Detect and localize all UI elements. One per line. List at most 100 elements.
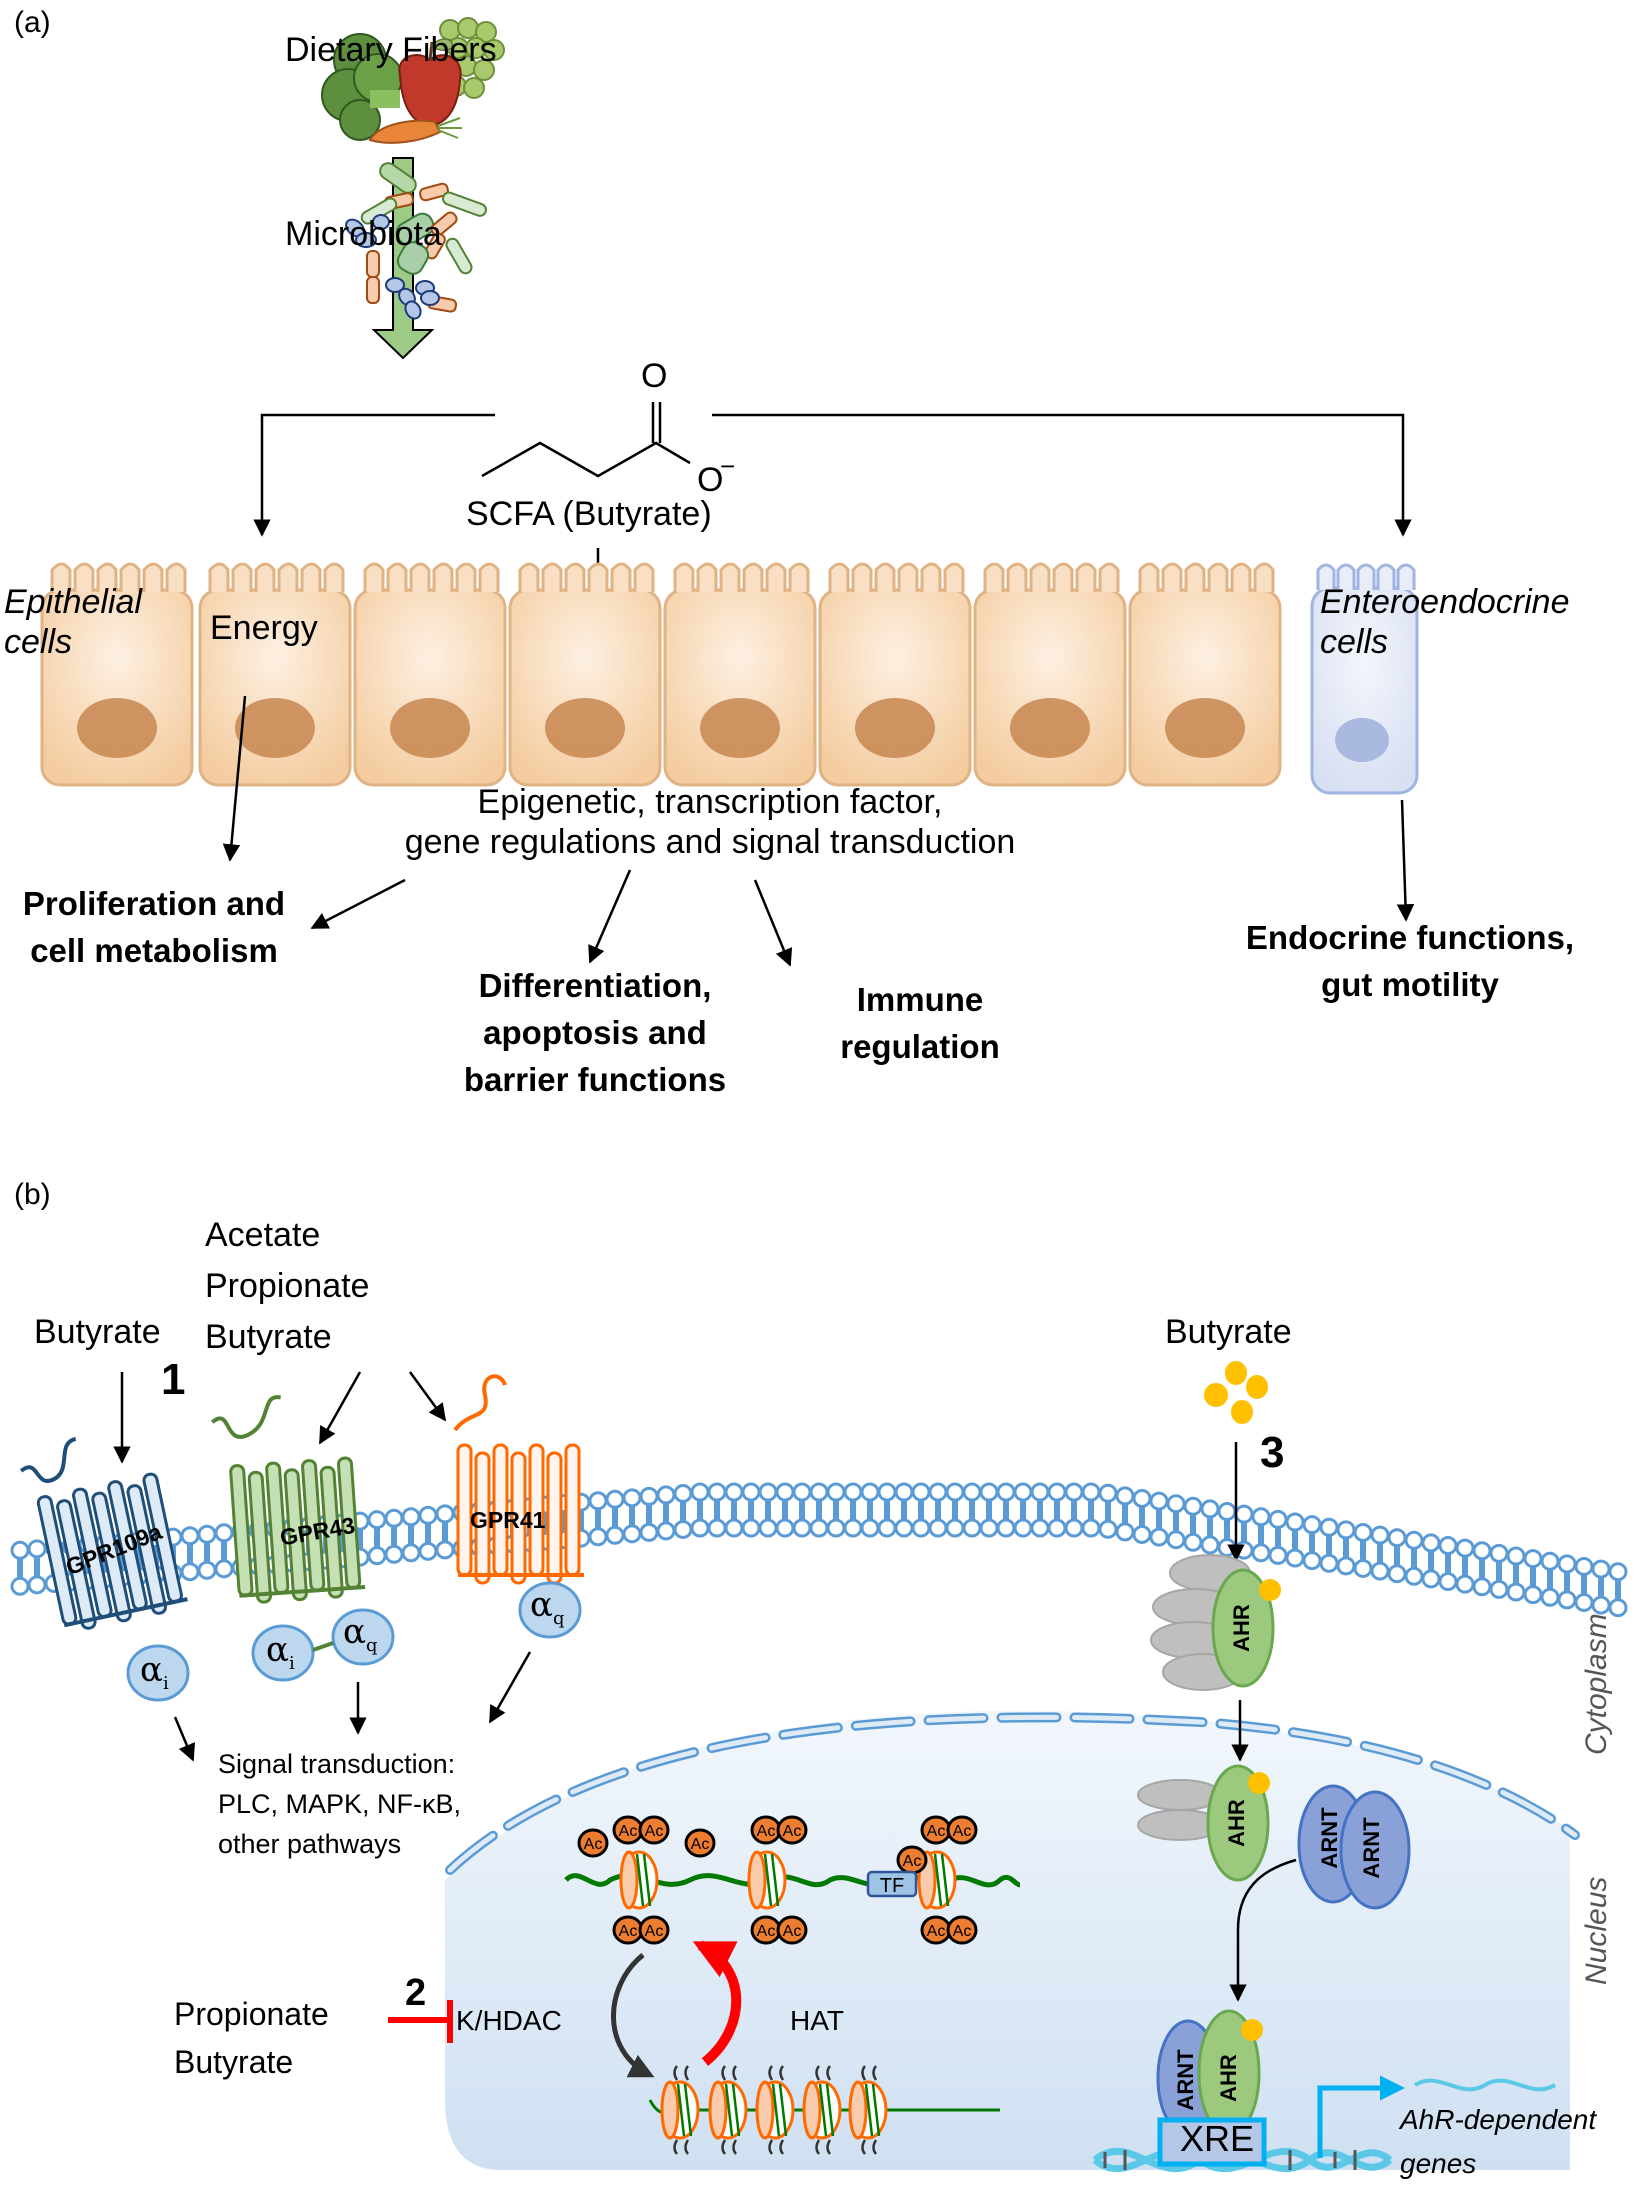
lipid-head [1557, 1590, 1577, 1610]
hdac-inhibition-icon [388, 2000, 453, 2043]
lipid-head [1183, 1496, 1203, 1516]
signal-line-2: PLC, MAPK, NF-κB, [218, 1789, 462, 1819]
g-alpha-i-2-label: αi [266, 1630, 295, 1674]
alpha-subscript: q [552, 1607, 565, 1629]
lipid-head [741, 1482, 761, 1502]
transmembrane-helix [546, 1451, 563, 1585]
lipid-head [197, 1524, 217, 1544]
regulation-label: Epigenetic, transcription factor, gene r… [360, 782, 1060, 862]
butyrate-molecules-icon [1204, 1361, 1268, 1424]
lipid-head [588, 1491, 608, 1511]
epithelial-cell [818, 562, 972, 787]
lipid-head [1472, 1577, 1492, 1597]
acetyl-label: Ac [953, 1923, 972, 1940]
epithelial-cell [973, 562, 1127, 787]
epithelial-nucleus [545, 698, 625, 758]
alpha-subscript: i [162, 1672, 169, 1694]
lipid-head [656, 1485, 676, 1505]
lipid-head [911, 1482, 931, 1502]
lipid-head [1132, 1524, 1152, 1544]
lipid-head [1591, 1595, 1611, 1615]
g-alpha-q-gpr41 [518, 1581, 582, 1639]
epithelial-nucleus [390, 698, 470, 758]
epithelial-cell [40, 562, 194, 787]
transmembrane-helix [56, 1499, 97, 1630]
acetyl-label: Ac [645, 1923, 664, 1940]
lipid-head [1285, 1548, 1305, 1568]
lipid-head [1608, 1562, 1628, 1582]
lipid-head [1149, 1527, 1169, 1547]
lipid-head [1166, 1494, 1186, 1514]
arnt-dimer-icon: ARNT ARNT [1297, 1784, 1411, 1910]
lipid-head [605, 1489, 625, 1509]
enteroendocrine-cells-label: Enteroendocrine cells [1320, 582, 1570, 662]
lipid-head [996, 1482, 1016, 1502]
epithelial-cell [663, 562, 817, 787]
hdac-cycle-arrow [611, 1953, 655, 2078]
acetyl-group-icon [776, 1915, 808, 1945]
lipid-head [775, 1518, 795, 1538]
tf-label: TF [880, 1875, 904, 1897]
lipid-head [1081, 1482, 1101, 1502]
lipid-head [979, 1482, 999, 1502]
lipid-head [826, 1518, 846, 1538]
lipid-head [180, 1526, 200, 1546]
proliferation-line-1: Proliferation and [22, 885, 286, 922]
outcome-immune: Immune regulation [820, 976, 1020, 1070]
lipid-head [384, 1544, 404, 1564]
lipid-head [1353, 1522, 1373, 1542]
lipid-head [894, 1482, 914, 1502]
lipid-head [1234, 1540, 1254, 1560]
acetyl-label: Ac [927, 1923, 946, 1940]
nucleus-region [445, 1710, 1570, 2170]
ahr-hsp-complex-icon: AHR [1150, 1554, 1281, 1691]
lipid-head [673, 1519, 693, 1539]
lipid-head [962, 1482, 982, 1502]
outcome-endocrine: Endocrine functions, gut motility [1220, 914, 1600, 1008]
lipid-head [1251, 1543, 1271, 1563]
alpha-symbol: α [266, 1630, 289, 1670]
acetyl-label: Ac [903, 1853, 922, 1870]
carbonyl-oxygen: O [641, 357, 668, 395]
epithelial-cell [1128, 562, 1282, 787]
butyrate-left-label: Butyrate [34, 1313, 161, 1351]
lipid-head [197, 1560, 217, 1580]
differentiation-line-3: barrier functions [463, 1061, 727, 1098]
lipid-head [1268, 1509, 1288, 1529]
outcome-arrows [222, 695, 1415, 967]
acetyl-label: Ac [584, 1836, 603, 1853]
lipid-head [1013, 1518, 1033, 1538]
lipid-head [843, 1518, 863, 1538]
ahr-label-cytoplasm: AHR [1229, 1604, 1254, 1652]
regulation-line-2: gene regulations and signal transduction [404, 823, 1016, 861]
lipid-head [1200, 1499, 1220, 1519]
step-1-number: 1 [161, 1355, 186, 1404]
lipid-head [741, 1518, 761, 1538]
transmembrane-helix [283, 1468, 308, 1602]
histone-tail [673, 2065, 690, 2155]
lipid-head [367, 1546, 387, 1566]
gpr43-receptor-icon [210, 1395, 366, 1604]
lipid-head [809, 1482, 829, 1502]
lipid-head [1098, 1519, 1118, 1539]
lipid-head [1404, 1530, 1424, 1550]
acetyl-group-icon [946, 1815, 978, 1845]
lipid-head [1523, 1585, 1543, 1605]
lipid-head [10, 1540, 30, 1560]
lipid-head [1081, 1518, 1101, 1538]
lipid-head [1421, 1533, 1441, 1553]
transmembrane-helix [319, 1465, 344, 1599]
gpr109a-receptor-icon [19, 1436, 188, 1630]
lipid-head [1047, 1518, 1067, 1538]
microbiota-label: Microbiota [285, 215, 442, 253]
inhibitor-propionate: Propionate [174, 1996, 329, 2032]
lipid-head [1489, 1579, 1509, 1599]
panel-b-tag: (b) [14, 1178, 51, 1211]
lipid-head [758, 1518, 778, 1538]
lipid-head [418, 1541, 438, 1561]
lipid-head [180, 1562, 200, 1582]
ahr-genes-line-1: AhR-dependent [1400, 2104, 1597, 2135]
lipid-head [1608, 1598, 1628, 1618]
lipid-head [843, 1482, 863, 1502]
